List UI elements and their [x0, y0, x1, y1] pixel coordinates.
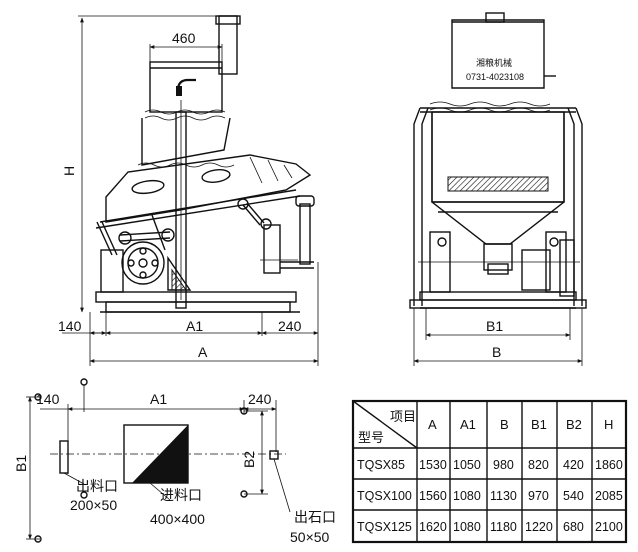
- table-cell: 1860: [595, 458, 623, 472]
- nameplate-phone: 0731-4023108: [466, 72, 524, 82]
- plan-view: 140 A1 240 B1 B2 出料口 200×50 进料口 400×400 …: [13, 378, 336, 545]
- table-cell: 1530: [419, 458, 447, 472]
- stone-outlet-label: 出石口: [294, 509, 336, 525]
- inlet-size: 400×400: [150, 511, 205, 527]
- table-row-model: TQSX85: [357, 458, 405, 472]
- plan-dim-b1: B1: [13, 455, 29, 472]
- table-cell: 970: [528, 489, 549, 503]
- table-row-model: TQSX125: [357, 520, 412, 534]
- table-row-model: TQSX100: [357, 489, 412, 503]
- table-cell: 820: [528, 458, 549, 472]
- front-view: 460 H: [58, 15, 319, 366]
- table-cell: 2100: [595, 520, 623, 534]
- table-corner-top: 项目: [390, 409, 416, 424]
- front-dim-a1: A1: [186, 318, 203, 334]
- nameplate-brand: 湘粮机械: [476, 57, 512, 68]
- stone-outlet-size: 50×50: [290, 529, 330, 545]
- table-cell: 1620: [419, 520, 447, 534]
- plan-dim-left-offset: 140: [36, 391, 60, 407]
- table-cell: 420: [563, 458, 584, 472]
- table-cell: 680: [563, 520, 584, 534]
- table-col-header: A1: [460, 417, 476, 432]
- table-corner-bottom: 型号: [358, 430, 384, 445]
- front-dim-right-offset: 240: [278, 318, 302, 334]
- plan-dim-b2: B2: [241, 451, 257, 468]
- plan-dim-right-offset: 240: [248, 391, 272, 407]
- table-cell: 1050: [453, 458, 481, 472]
- front-dim-top: 460: [172, 30, 196, 46]
- side-view: 湘粮机械 0731-4023108: [409, 12, 587, 366]
- front-dim-left-offset: 140: [58, 318, 82, 334]
- table-col-header: B1: [531, 417, 547, 432]
- table-cell: 1080: [453, 520, 481, 534]
- outlet-size: 200×50: [70, 497, 117, 513]
- table-cell: 2085: [595, 489, 623, 503]
- front-dim-height: H: [61, 166, 77, 176]
- plan-dim-a1: A1: [150, 391, 167, 407]
- table-cell: 980: [493, 458, 514, 472]
- side-dim-b: B: [492, 344, 501, 360]
- table-cell: 1180: [490, 520, 517, 534]
- table-cell: 1560: [419, 489, 447, 503]
- table-cell: 1080: [453, 489, 481, 503]
- front-dim-a: A: [198, 344, 208, 360]
- table-cell: 1220: [525, 520, 553, 534]
- table-col-header: B2: [566, 417, 582, 432]
- side-dim-b1: B1: [486, 318, 503, 334]
- table-col-header: H: [604, 417, 613, 432]
- outlet-label: 出料口: [76, 478, 118, 494]
- inlet-label: 进料口: [160, 487, 202, 503]
- table-cell: 540: [563, 489, 584, 503]
- table-cell: 1130: [490, 489, 517, 503]
- table-col-header: B: [500, 417, 509, 432]
- spec-table: 项目 型号 A A1 B B1 B2 H TQSX85 1530 1050 98…: [351, 399, 628, 544]
- table-col-header: A: [428, 417, 437, 432]
